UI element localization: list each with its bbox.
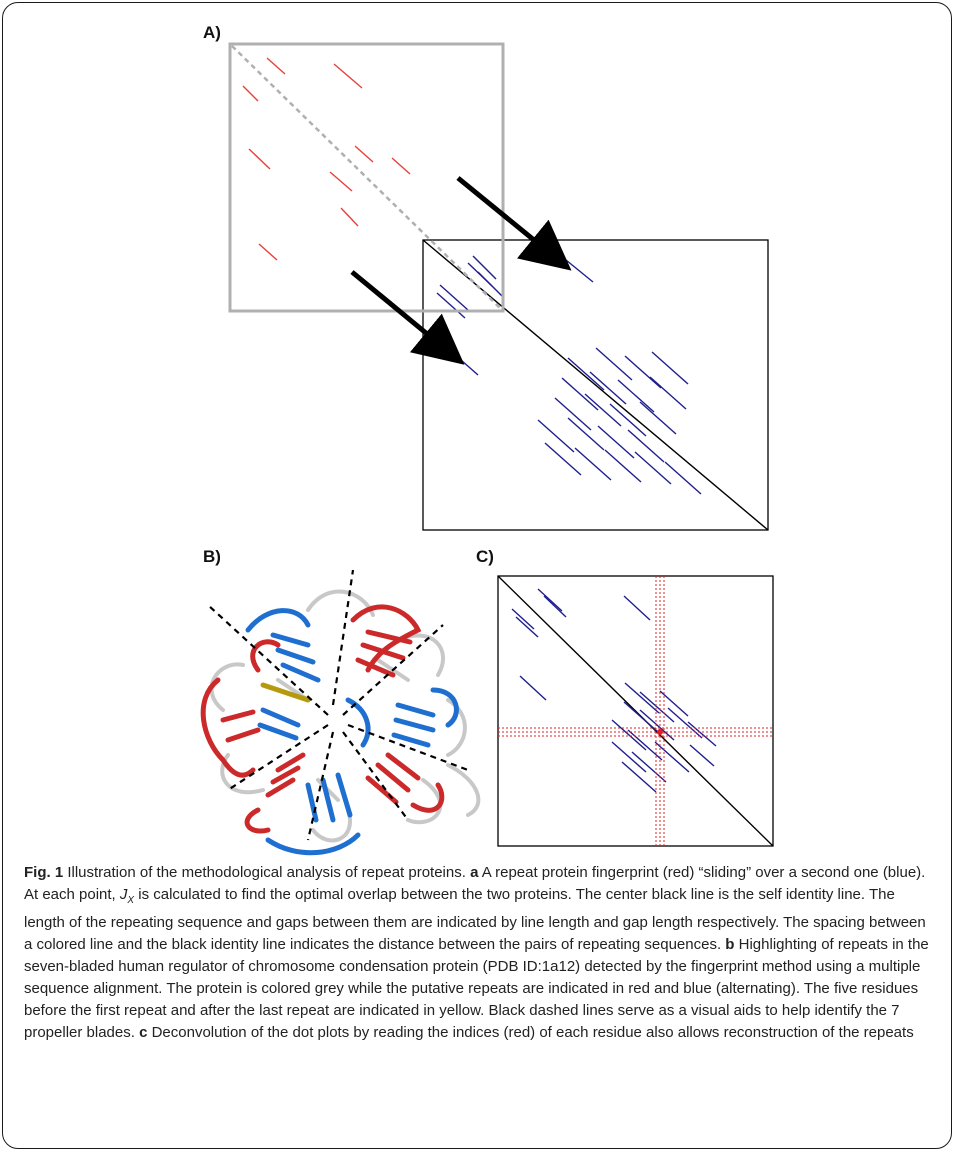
blue-line [609, 403, 647, 437]
blue-line [631, 751, 667, 783]
red-line [354, 145, 374, 163]
red-line [258, 243, 278, 261]
blue-line [611, 719, 647, 751]
identity-line-c [497, 575, 774, 847]
panel-a-label: A) [203, 23, 221, 42]
arrow-upper [456, 176, 572, 271]
blue-line [574, 447, 612, 481]
caption-c-text: Deconvolution of the dot plots by readin… [147, 1024, 914, 1041]
blue-line [611, 741, 647, 773]
blue-line [627, 729, 663, 761]
protein-structure [200, 569, 481, 856]
blue-line [624, 682, 660, 714]
panel-c [497, 575, 774, 847]
blue-line [664, 461, 702, 495]
blue-line [617, 379, 655, 413]
jx-symbol: JX [119, 886, 135, 906]
blue-line [687, 721, 717, 747]
blue-line [621, 761, 657, 793]
blue-line [439, 284, 469, 311]
blue-line [584, 393, 622, 427]
blue-line [561, 377, 599, 411]
blue-line [624, 355, 662, 389]
blue-line [634, 451, 672, 485]
blue-line [639, 401, 677, 435]
figure-caption: Fig. 1 Illustration of the methodologica… [24, 862, 934, 1044]
caption-title: Illustration of the methodological analy… [63, 864, 471, 881]
blue-line [519, 675, 547, 701]
red-line [248, 148, 271, 170]
caption-a-text-2: is calculated to find the optimal overla… [24, 886, 926, 953]
blue-fingerprint-lines [436, 255, 702, 495]
caption-c-tag: c [139, 1024, 148, 1041]
red-line [242, 85, 259, 102]
blue-line [472, 255, 497, 280]
arrow-lower [350, 270, 465, 365]
blue-line [544, 442, 582, 476]
blue-line [543, 595, 567, 618]
caption-a-text-1: A repeat protein fingerprint (red) “slid… [24, 864, 926, 903]
panel-c-label: C) [476, 547, 494, 566]
blue-line [667, 707, 703, 739]
blue-line [537, 588, 563, 612]
blue-line [515, 616, 539, 638]
blue-repeat-lines [511, 588, 717, 793]
blue-line [537, 419, 575, 453]
red-line [340, 207, 359, 227]
blue-line [565, 259, 594, 283]
caption-b-tag: b [725, 936, 735, 953]
blue-line [604, 449, 642, 483]
blue-line [649, 376, 687, 410]
blue-line [659, 690, 689, 717]
blue-line [651, 351, 689, 385]
blue-line [623, 701, 659, 733]
blue-line [597, 425, 635, 459]
red-line [391, 157, 411, 175]
sliding-box [228, 42, 505, 313]
index-point [657, 729, 663, 735]
dot-plot-frame [497, 575, 774, 847]
blue-line [623, 595, 651, 621]
red-fingerprint-lines [242, 57, 411, 261]
blue-line [639, 709, 675, 741]
blue-plot-frame [422, 239, 769, 531]
blue-line [567, 357, 605, 391]
blue-line [554, 397, 592, 431]
red-line [329, 171, 353, 192]
blue-line [689, 744, 715, 767]
blue-line [627, 429, 665, 463]
blue-line [654, 741, 690, 773]
blue-line [511, 608, 535, 630]
blue-line [436, 292, 466, 319]
red-line [333, 63, 363, 89]
blue-line [567, 417, 605, 451]
blue-line [589, 371, 627, 405]
blue-line [477, 271, 503, 297]
index-lines [498, 576, 773, 846]
identity-line [422, 239, 769, 531]
red-line [266, 57, 286, 75]
caption-b-text: Highlighting of repeats in the seven-bla… [24, 936, 929, 1041]
fig-label: Fig. 1 [24, 864, 64, 881]
figure-graphic: A) B) [200, 23, 774, 856]
blue-line [639, 691, 675, 723]
panel-a [228, 42, 769, 531]
panel-b-label: B) [203, 547, 221, 566]
caption-a-tag: a [470, 864, 479, 881]
blue-line [595, 347, 633, 381]
